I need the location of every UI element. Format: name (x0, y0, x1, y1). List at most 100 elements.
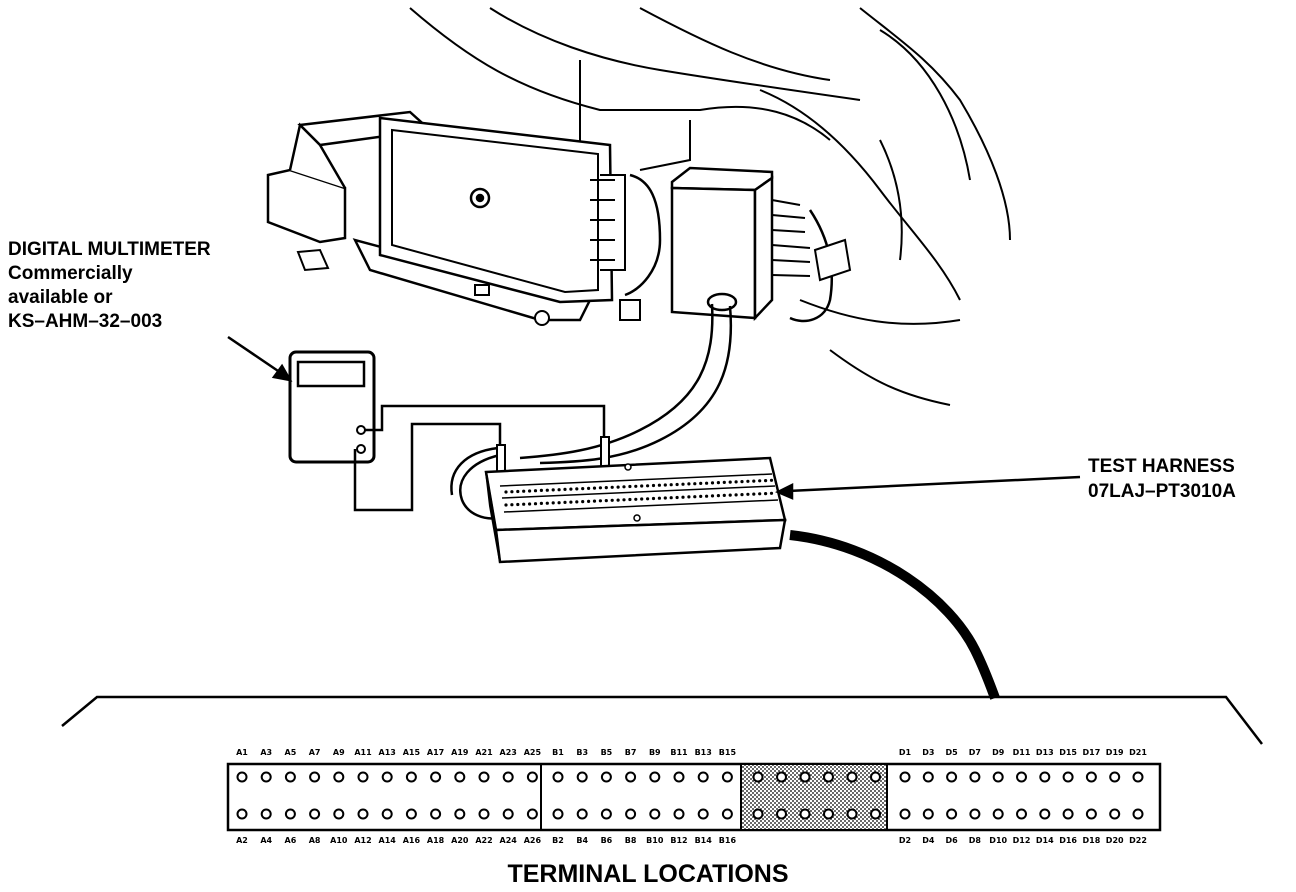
pin-label: A2 (236, 836, 248, 845)
harness-jack (522, 502, 526, 506)
pin-label: A12 (354, 836, 371, 845)
harness-jack (598, 486, 603, 490)
harness-jack (634, 497, 638, 501)
vehicle-interior (409, 7, 1011, 406)
unused-terminal-pin (846, 771, 858, 783)
harness-jack (516, 502, 520, 507)
connector-cable (789, 530, 1000, 700)
harness-jack (634, 484, 638, 488)
pin-label: A6 (285, 836, 297, 845)
harness-jack (687, 495, 691, 499)
harness-adapter-box (670, 166, 852, 323)
harness-jack (616, 485, 620, 489)
pin-label: D9 (992, 748, 1005, 757)
pin-label: D5 (945, 748, 958, 757)
harness-jack (510, 490, 514, 494)
pin-label: B15 (719, 748, 737, 757)
harness-jack (616, 498, 620, 502)
pin-label: A13 (379, 748, 396, 757)
pin-label: D22 (1129, 836, 1147, 845)
harness-jack (575, 500, 579, 504)
harness-jack (545, 501, 549, 505)
unused-terminal-block (741, 765, 887, 829)
terminal-pin (673, 771, 685, 783)
terminal-pin (284, 771, 296, 783)
terminal-pin (1039, 771, 1051, 783)
terminal-pin (721, 771, 733, 783)
harness-jack (569, 500, 573, 504)
terminal-pin (454, 771, 466, 783)
terminal-pin (1062, 808, 1074, 820)
test-harness-label-line1: TEST HARNESS (1088, 456, 1235, 477)
pin-label: A19 (451, 748, 469, 757)
harness-jack (510, 503, 514, 507)
harness-jack (740, 480, 744, 484)
harness-jack (575, 487, 579, 491)
pin-label: A11 (354, 748, 372, 757)
terminal-pin (969, 808, 981, 820)
pin-label: A5 (285, 748, 297, 757)
harness-jack (681, 482, 685, 486)
terminal-pin (899, 771, 911, 783)
pin-label: A3 (260, 748, 272, 757)
pin-label: D20 (1106, 836, 1124, 845)
pin-label: A24 (500, 836, 518, 845)
terminal-pin (697, 808, 709, 820)
pin-label: B12 (670, 836, 687, 845)
terminal-pin (454, 808, 466, 820)
pin-label: D21 (1129, 748, 1147, 757)
pin-label: B4 (576, 836, 588, 845)
pin-label: A17 (427, 748, 444, 757)
terminal-pin (673, 808, 685, 820)
harness-jack (663, 483, 667, 487)
pin-label: B11 (670, 748, 688, 757)
pin-label: D10 (989, 836, 1007, 845)
terminal-pin (625, 808, 637, 820)
harness-jack (681, 495, 685, 499)
terminal-pin (992, 771, 1004, 783)
pin-label: D13 (1036, 748, 1054, 757)
harness-jack (557, 501, 561, 505)
harness-jack (758, 479, 762, 483)
unused-terminal-pin (799, 808, 811, 820)
terminal-pin (721, 808, 733, 820)
pin-label: D19 (1106, 748, 1124, 757)
pin-label: D2 (899, 836, 911, 845)
harness-jack (675, 482, 679, 487)
harness-jack (699, 481, 703, 485)
harness-jack (587, 499, 591, 503)
unused-terminal-pin (870, 808, 881, 820)
harness-jack (563, 500, 567, 504)
terminal-pin (405, 771, 417, 783)
terminal-pin (309, 808, 321, 820)
terminal-pin (430, 771, 442, 783)
unused-terminal-pin (870, 771, 881, 783)
callout-arrows (227, 335, 1081, 500)
harness-jack (551, 501, 555, 505)
harness-jack (539, 501, 544, 505)
harness-jack (646, 484, 650, 488)
pin-label: B13 (695, 748, 712, 757)
harness-jack (640, 484, 644, 488)
harness-jack (764, 492, 768, 496)
pin-label: A8 (309, 836, 321, 845)
harness-jack (734, 480, 738, 484)
harness-jack (516, 489, 520, 494)
pin-label: B16 (719, 836, 737, 845)
harness-jack (752, 479, 756, 483)
pin-label: A23 (500, 748, 517, 757)
harness-jack (716, 481, 721, 485)
unused-terminal-pin (823, 771, 834, 783)
harness-jack (651, 496, 656, 501)
pin-label: B14 (695, 836, 713, 845)
harness-jack (528, 489, 532, 493)
terminal-pin (922, 771, 934, 783)
pin-label: B10 (646, 836, 664, 845)
terminal-pin (697, 771, 709, 783)
unused-terminal-pin (752, 771, 764, 783)
multimeter-label-line2: Commercially (8, 263, 133, 284)
pin-label: D12 (1013, 836, 1031, 845)
digital-multimeter (288, 350, 376, 464)
terminal-pin (405, 808, 417, 820)
terminal-pin (430, 808, 442, 820)
